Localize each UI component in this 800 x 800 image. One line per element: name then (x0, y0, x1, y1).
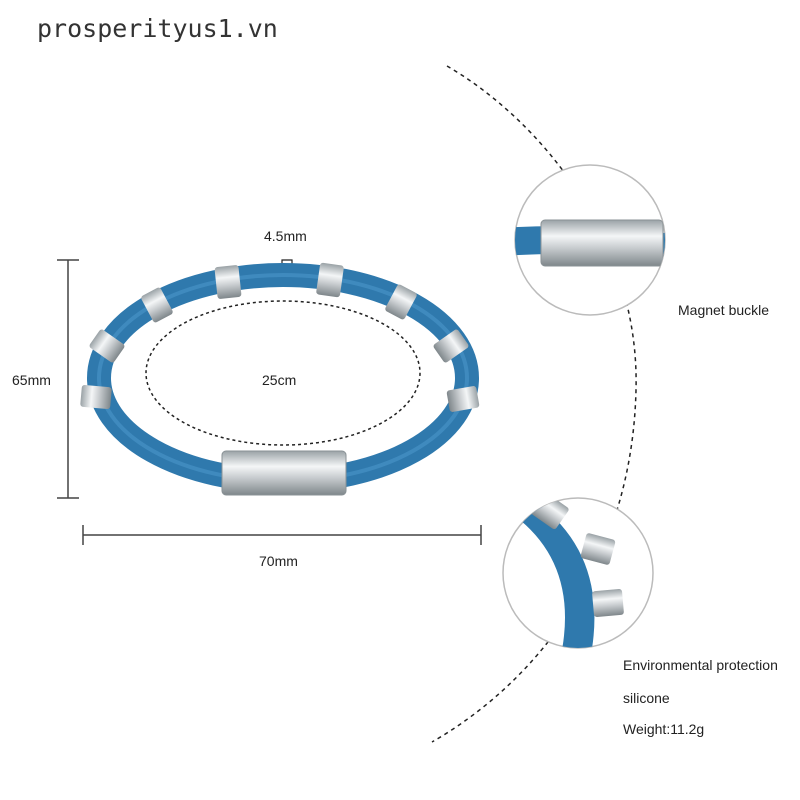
bracelet-beads (80, 262, 480, 412)
material-callout-line1: Environmental protection (623, 657, 778, 673)
weight-callout: Weight:11.2g (623, 721, 705, 737)
bracelet-buckle (221, 450, 347, 496)
thickness-label: 4.5mm (264, 228, 307, 244)
dashed-arc (431, 65, 637, 743)
width-label: 70mm (259, 553, 298, 569)
height-dimension-line (57, 259, 79, 499)
height-label: 65mm (12, 372, 51, 388)
site-watermark: prosperityus1.vn (37, 14, 278, 43)
zoom-circle-buckle (514, 164, 666, 316)
inner-circumference-ellipse (145, 300, 421, 446)
material-callout-line2: silicone (623, 690, 670, 706)
zoom-circle-silicone (502, 497, 654, 649)
width-dimension-line (82, 525, 482, 545)
buckle-callout: Magnet buckle (678, 302, 770, 318)
circumference-label: 25cm (262, 372, 297, 388)
